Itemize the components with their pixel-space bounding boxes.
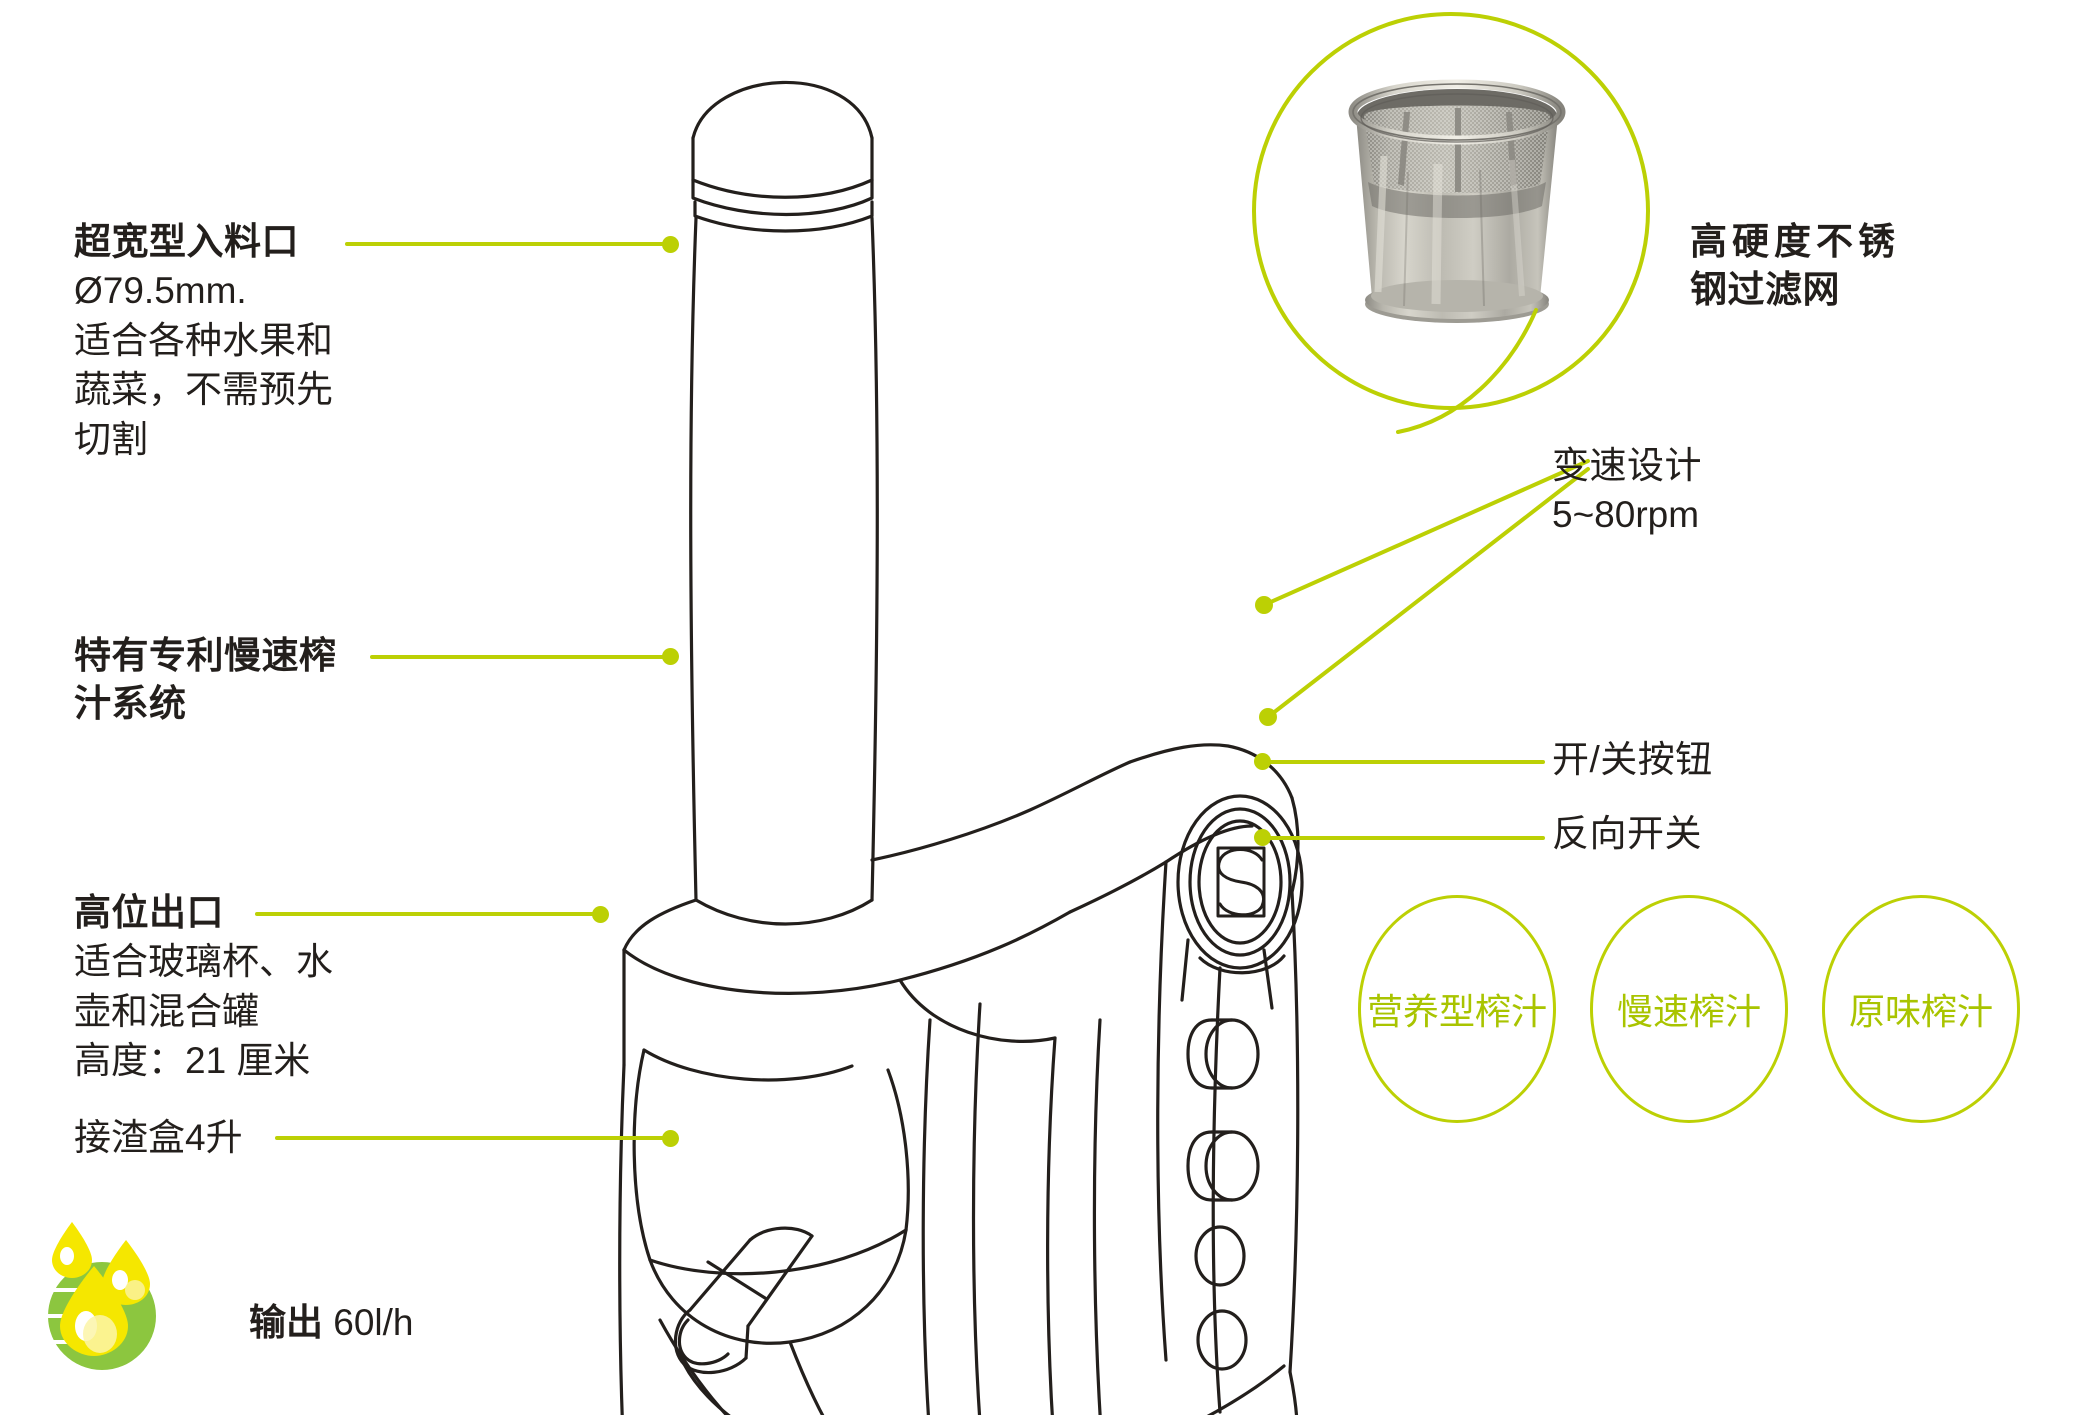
leader-dot-power-button <box>1254 753 1271 770</box>
callout-pulp-box-title: 接渣盒4升 <box>74 1117 243 1158</box>
callout-variable-speed: 变速设计 5~80rpm <box>1552 442 1702 540</box>
callout-high-outlet: 高位出口 适合玻璃杯、水 壶和混合罐 高度：21 厘米 <box>74 889 333 1086</box>
leader-line-filter-mesh <box>1396 308 1538 434</box>
callout-variable-speed-title: 变速设计 <box>1552 445 1702 486</box>
feature-badge-original-flavor-juice-label: 原味榨汁 <box>1848 991 1993 1032</box>
stainless-filter-basket-image <box>1348 79 1566 323</box>
callout-feed-chute: 超宽型入料口 Ø79.5mm. 适合各种水果和 蔬菜，不需预先 切割 <box>74 218 333 464</box>
callout-high-outlet-title: 高位出口 <box>74 892 224 933</box>
leader-lines-variable-speed <box>1255 459 1590 726</box>
output-row: 输出 60l/h <box>34 1218 414 1378</box>
juicer-line-drawing <box>618 80 1304 1415</box>
callout-reverse-switch: 反向开关 <box>1552 810 1702 858</box>
callout-juicing-system: 特有专利慢速榨 汁系统 <box>74 632 337 728</box>
feature-badge-slow-juice-label: 慢速榨汁 <box>1616 991 1761 1032</box>
callout-filter-mesh-title: 高硬度不锈 <box>1690 221 1900 262</box>
callout-feed-chute-title: 超宽型入料口 <box>74 221 299 262</box>
callout-power-button: 开/关按钮 <box>1552 736 1713 784</box>
leader-dot-reverse-switch <box>1254 829 1271 846</box>
callout-filter-mesh: 高硬度不锈 钢过滤网 <box>1690 218 1900 314</box>
filter-basket-photo-ring <box>1252 12 1650 410</box>
feature-badge-nutritious-juice-label: 营养型榨汁 <box>1366 991 1547 1032</box>
leader-line-pulp-box <box>275 1136 670 1140</box>
callout-feed-chute-line-2: 蔬菜，不需预先 <box>74 369 333 411</box>
output-value: 60l/h <box>333 1302 414 1343</box>
leader-line-reverse-switch <box>1265 836 1545 840</box>
callout-feed-chute-line-0: Ø79.5mm. <box>74 270 247 312</box>
leader-line-power-button <box>1265 760 1545 764</box>
callout-juicing-system-title: 特有专利慢速榨 <box>74 635 337 676</box>
feature-badge-nutritious-juice[interactable]: 营养型榨汁 <box>1358 895 1556 1123</box>
callout-juicing-system-title-2: 汁系统 <box>74 683 187 725</box>
callout-reverse-switch-title: 反向开关 <box>1552 813 1702 854</box>
output-label: 输出 <box>249 1302 323 1343</box>
juice-droplet-icon <box>44 1222 156 1370</box>
leader-dot-feed-chute <box>662 236 679 253</box>
callout-high-outlet-line-1: 壶和混合罐 <box>74 990 259 1032</box>
leader-dot-high-outlet <box>592 906 609 923</box>
leader-line-juicing-system <box>370 655 670 659</box>
callout-variable-speed-line-0: 5~80rpm <box>1552 494 1700 536</box>
feature-badge-original-flavor-juice[interactable]: 原味榨汁 <box>1822 895 2020 1123</box>
callout-power-button-title: 开/关按钮 <box>1552 739 1713 780</box>
callout-feed-chute-line-3: 切割 <box>74 418 148 460</box>
callout-high-outlet-line-2: 高度：21 厘米 <box>74 1040 311 1082</box>
leader-dot-juicing-system <box>662 648 679 665</box>
leader-line-high-outlet <box>255 912 600 916</box>
callout-high-outlet-line-0: 适合玻璃杯、水 <box>74 941 333 983</box>
leader-dot-pulp-box <box>662 1130 679 1147</box>
feature-badge-slow-juice[interactable]: 慢速榨汁 <box>1590 895 1788 1123</box>
leader-line-feed-chute <box>345 242 670 246</box>
output-label-group: 输出 60l/h <box>249 1292 414 1346</box>
callout-feed-chute-line-1: 适合各种水果和 <box>74 319 333 361</box>
callout-filter-mesh-title-2: 钢过滤网 <box>1690 269 1840 311</box>
callout-pulp-box: 接渣盒4升 <box>74 1113 243 1163</box>
